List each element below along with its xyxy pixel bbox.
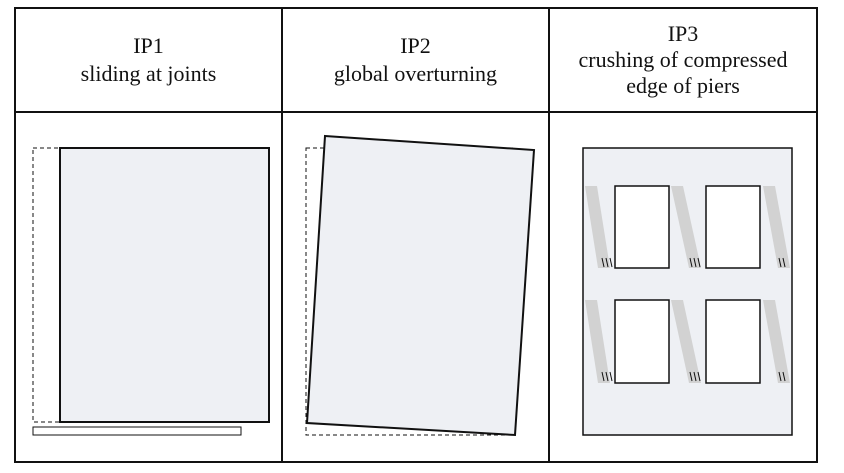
header-ip1-code: IP1: [133, 33, 164, 58]
ip1-displaced-wall: [59, 147, 270, 423]
ip3-window-opening: [614, 185, 670, 269]
ip3-crush-band: [585, 300, 610, 383]
header-ip3-description-line1: crushing of compressed: [578, 47, 788, 72]
header-ip2: IP2 global overturning: [283, 9, 548, 111]
ip3-crush-band: [671, 300, 701, 383]
header-ip3-code: IP3: [667, 21, 699, 46]
ip3-crush-band: [585, 186, 610, 268]
header-ip2-code: IP2: [400, 33, 431, 58]
column-divider-1: [281, 9, 283, 461]
header-ip1-description: sliding at joints: [80, 61, 217, 86]
ip3-window-opening: [614, 299, 670, 384]
ip3-crush-band: [763, 300, 790, 383]
column-divider-2: [548, 9, 550, 461]
header-ip3-description-line2: edge of piers: [626, 73, 740, 98]
ip1-base-joint: [32, 426, 242, 436]
header-ip1: IP1 sliding at joints: [16, 9, 281, 111]
header-ip2-description: global overturning: [333, 61, 498, 86]
ip3-window-opening: [705, 185, 761, 269]
ip3-window-opening: [705, 299, 761, 384]
header-divider: [16, 111, 816, 113]
ip2-rotated-wall: [305, 134, 536, 437]
ip3-crush-band: [763, 186, 790, 268]
header-ip3: IP3 crushing of compressed edge of piers: [550, 9, 816, 111]
ip3-crack-marks: [601, 257, 786, 382]
failure-mechanism-table: IP1 sliding at joints IP2 global overtur…: [14, 7, 818, 463]
ip3-crush-band: [671, 186, 701, 268]
